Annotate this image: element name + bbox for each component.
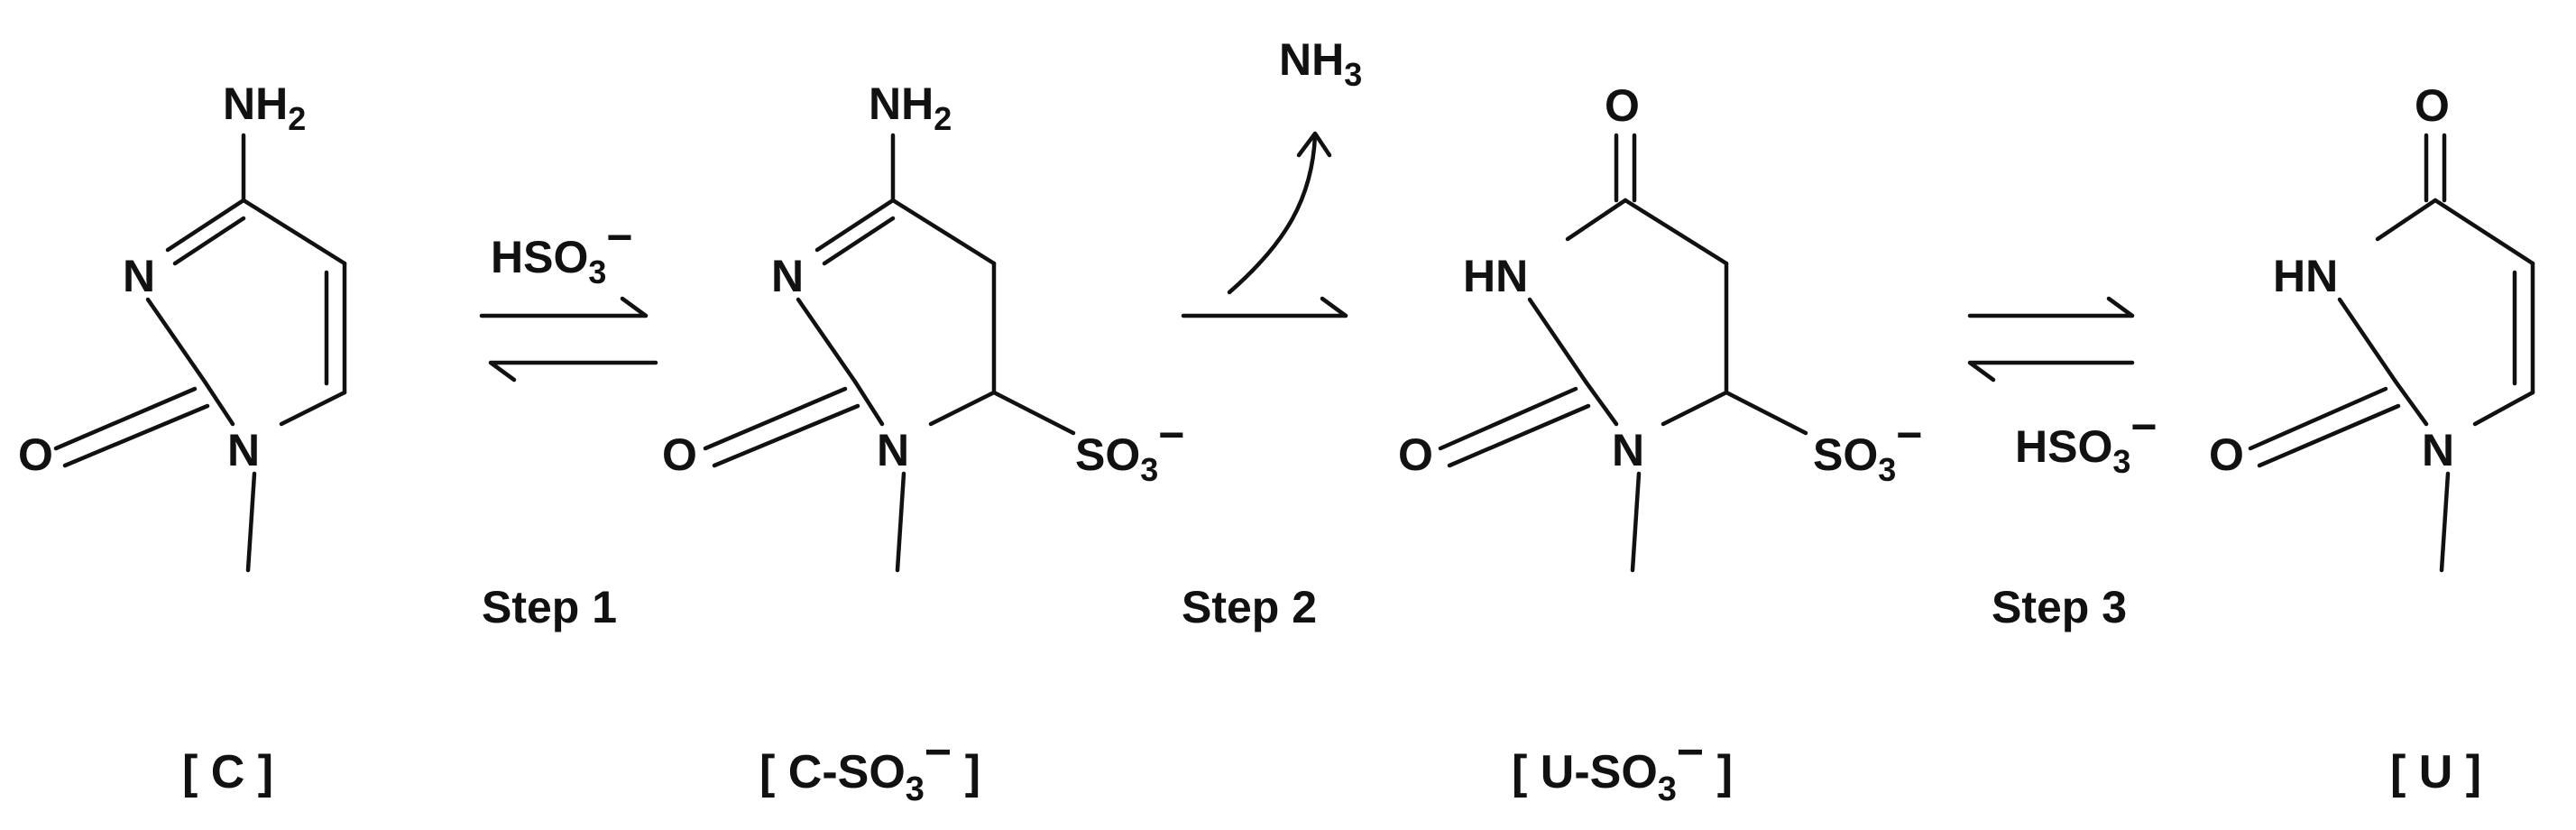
caption-cytosine-sulfonate: [ C-SO3− ] <box>759 726 980 808</box>
cytosine-sulfonate-bonds <box>703 133 1076 573</box>
caption-uracil: [ U ] <box>2390 746 2481 798</box>
step3-bisulfite-released: HSO3− <box>2015 401 2157 480</box>
cytosine-n3-label: N <box>123 251 155 301</box>
cytosine-sulfonate-amino-group: NH2 <box>869 78 952 137</box>
cytosine-bonds <box>53 133 347 573</box>
cytosine-sulfonate-n1-label: N <box>877 425 909 475</box>
uracil-sulfonate-c4-oxygen: O <box>1605 80 1640 131</box>
step1-bisulfite-reagent: HSO3− <box>491 212 633 290</box>
caption-uracil-sulfonate: [ U-SO3− ] <box>1512 726 1733 808</box>
uracil-bonds <box>2248 133 2535 573</box>
cytosine-sulfonate-sulfonate-group: SO3− <box>1075 410 1184 488</box>
molecule-cytosine-sulfonate: NH2 N O N SO3− <box>662 78 1184 573</box>
cytosine-carbonyl-oxygen: O <box>18 429 53 480</box>
uracil-sulfonate-carbonyl-oxygen: O <box>1398 429 1433 480</box>
cytosine-amino-group: NH2 <box>223 78 306 137</box>
uracil-sulfonate-n3-label: HN <box>1463 251 1528 301</box>
uracil-n1-label: N <box>2422 425 2454 475</box>
caption-cytosine: [ C ] <box>182 746 273 798</box>
uracil-carbonyl-oxygen: O <box>2209 429 2244 480</box>
uracil-sulfonate-bonds <box>1438 133 1808 573</box>
step2-ammonia-product: NH3 <box>1279 34 1362 93</box>
step3-equilibrium-arrows <box>1967 296 2135 383</box>
cytosine-sulfonate-n3-label: N <box>771 251 804 301</box>
step2-label: Step 2 <box>1182 582 1317 632</box>
cytosine-sulfonate-carbonyl-oxygen: O <box>662 429 697 480</box>
uracil-sulfonate-n1-label: N <box>1612 425 1644 475</box>
molecule-uracil-sulfonate: O HN O N SO3− <box>1398 80 1922 573</box>
step3-label: Step 3 <box>1992 582 2127 632</box>
molecule-cytosine: NH2 N O N <box>18 78 347 573</box>
uracil-sulfonate-sulfonate-group: SO3− <box>1813 410 1922 488</box>
molecule-uracil: O HN O N <box>2209 80 2535 573</box>
step2-deamination-arrows <box>1181 131 1348 318</box>
cytosine-n1-label: N <box>227 425 260 475</box>
uracil-c4-oxygen: O <box>2415 80 2450 131</box>
step1-equilibrium-arrows <box>479 296 658 383</box>
step1-label: Step 1 <box>482 582 617 632</box>
uracil-n3-label: HN <box>2273 251 2338 301</box>
